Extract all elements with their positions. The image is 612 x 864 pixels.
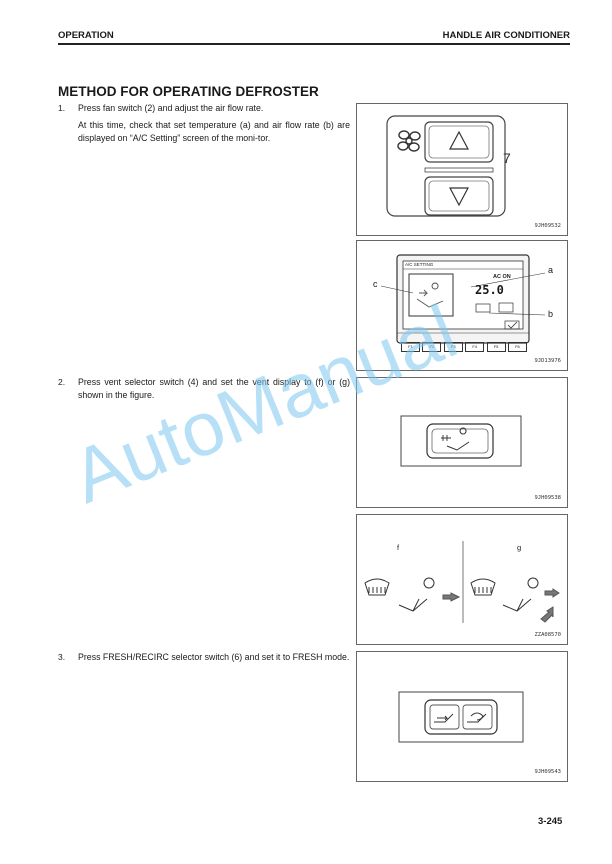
fan-icon [397, 130, 421, 152]
figure-id: 9JD13976 [534, 358, 562, 364]
set-temperature: 25.0 [475, 283, 504, 297]
fresh-switch-illustration [398, 691, 524, 743]
vent-icon [446, 427, 470, 451]
mode-f-illustration [364, 577, 461, 612]
fan-switch-illustration [386, 115, 506, 217]
figure-id: 9JH09532 [534, 223, 562, 229]
mode-g-illustration [470, 577, 560, 623]
fresh-air-icon [434, 713, 454, 723]
step-1-text: Press fan switch (2) and adjust the air … [78, 103, 264, 113]
defroster-icon [470, 578, 496, 596]
figure-vent-switch: 9JH09538 [356, 377, 568, 508]
fan-switch-side-label: 7 [503, 150, 511, 166]
label-f: f [397, 543, 400, 552]
figure-vent-modes: f g ZZA08570 [356, 514, 568, 645]
figure-id: 9JH09543 [534, 769, 562, 775]
label-c: c [373, 279, 378, 289]
function-key-row: F1 F2 F3 F4 F5 F6 [401, 342, 527, 352]
label-a: a [548, 265, 554, 275]
header-section: OPERATION [58, 30, 114, 41]
step-3-text: Press FRESH/RECIRC selector switch (6) a… [78, 652, 350, 662]
airflow-arrow-icon [540, 606, 554, 623]
airflow-icon [416, 282, 444, 308]
function-key[interactable]: F6 [507, 342, 527, 352]
vent-switch-illustration [400, 415, 522, 467]
monitor-illustration [380, 254, 546, 344]
figure-fan-switch: 7 9JH09532 [356, 103, 568, 236]
page-number: 3-245 [538, 816, 563, 827]
step-2-text: Press vent selector switch (4) and set t… [78, 377, 350, 400]
fresh-air-button[interactable] [429, 704, 460, 730]
function-key[interactable]: F3 [443, 342, 463, 352]
figure-id: 9JH09538 [534, 495, 562, 501]
function-key[interactable]: F1 [401, 342, 420, 352]
recirc-air-button[interactable] [462, 704, 493, 730]
function-key[interactable]: F5 [486, 342, 506, 352]
vent-selector-button[interactable] [431, 428, 489, 454]
section-title: METHOD FOR OPERATING DEFROSTER [58, 84, 319, 99]
defroster-icon [364, 578, 390, 596]
step-1-number: 1. [58, 103, 66, 113]
recirc-air-icon [467, 712, 487, 723]
label-g: g [517, 543, 522, 552]
function-key[interactable]: F4 [465, 342, 485, 352]
defroster-icon [441, 435, 451, 441]
up-arrow-icon[interactable] [449, 130, 469, 150]
ac-status-label: AC ON [493, 274, 511, 280]
monitor-screen-title: A/C SETTING [405, 262, 434, 267]
step-3-number: 3. [58, 652, 66, 662]
label-b: b [548, 309, 554, 319]
step-1-note: At this time, check that set temperature… [78, 120, 350, 143]
check-icon [507, 321, 518, 329]
function-key[interactable]: F2 [422, 342, 442, 352]
figure-fresh-switch: 9JH09543 [356, 651, 568, 782]
figure-id: ZZA08570 [534, 632, 562, 638]
step-2-number: 2. [58, 377, 66, 387]
down-arrow-icon[interactable] [449, 187, 469, 207]
header-rule [58, 43, 570, 45]
figure-monitor: A/C SETTING AC ON 25.0 a b c F1 F2 F3 F4… [356, 240, 568, 371]
header-chapter: HANDLE AIR CONDITIONER [442, 30, 570, 41]
vent-modes-illustration [364, 541, 560, 623]
airflow-arrow-icon [442, 592, 461, 602]
airflow-arrow-icon [544, 588, 560, 598]
